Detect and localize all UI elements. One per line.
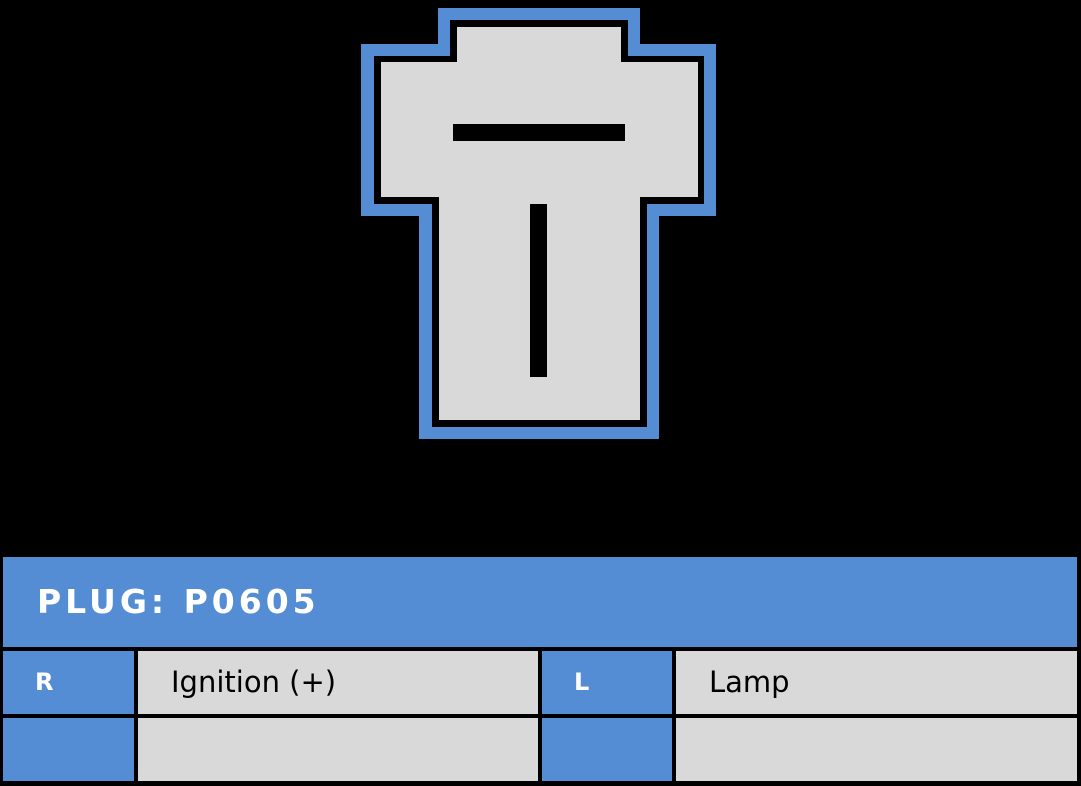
pin-slot-vertical [530,204,547,377]
plug-connector-diagram [361,8,716,439]
plug-title: PLUG: P0605 [37,582,320,621]
table-header: PLUG: P0605 [3,557,1077,647]
pin-label-cell [3,718,134,781]
pin-description-cell [676,718,1077,781]
pin-label-cell: R [3,651,134,714]
pin-description-cell: Ignition (+) [138,651,538,714]
pin-description-cell: Lamp [676,651,1077,714]
pin-label-cell: L [542,651,672,714]
pin-label-cell [542,718,672,781]
pin-description-cell [138,718,538,781]
pin-slot-horizontal [453,124,625,141]
